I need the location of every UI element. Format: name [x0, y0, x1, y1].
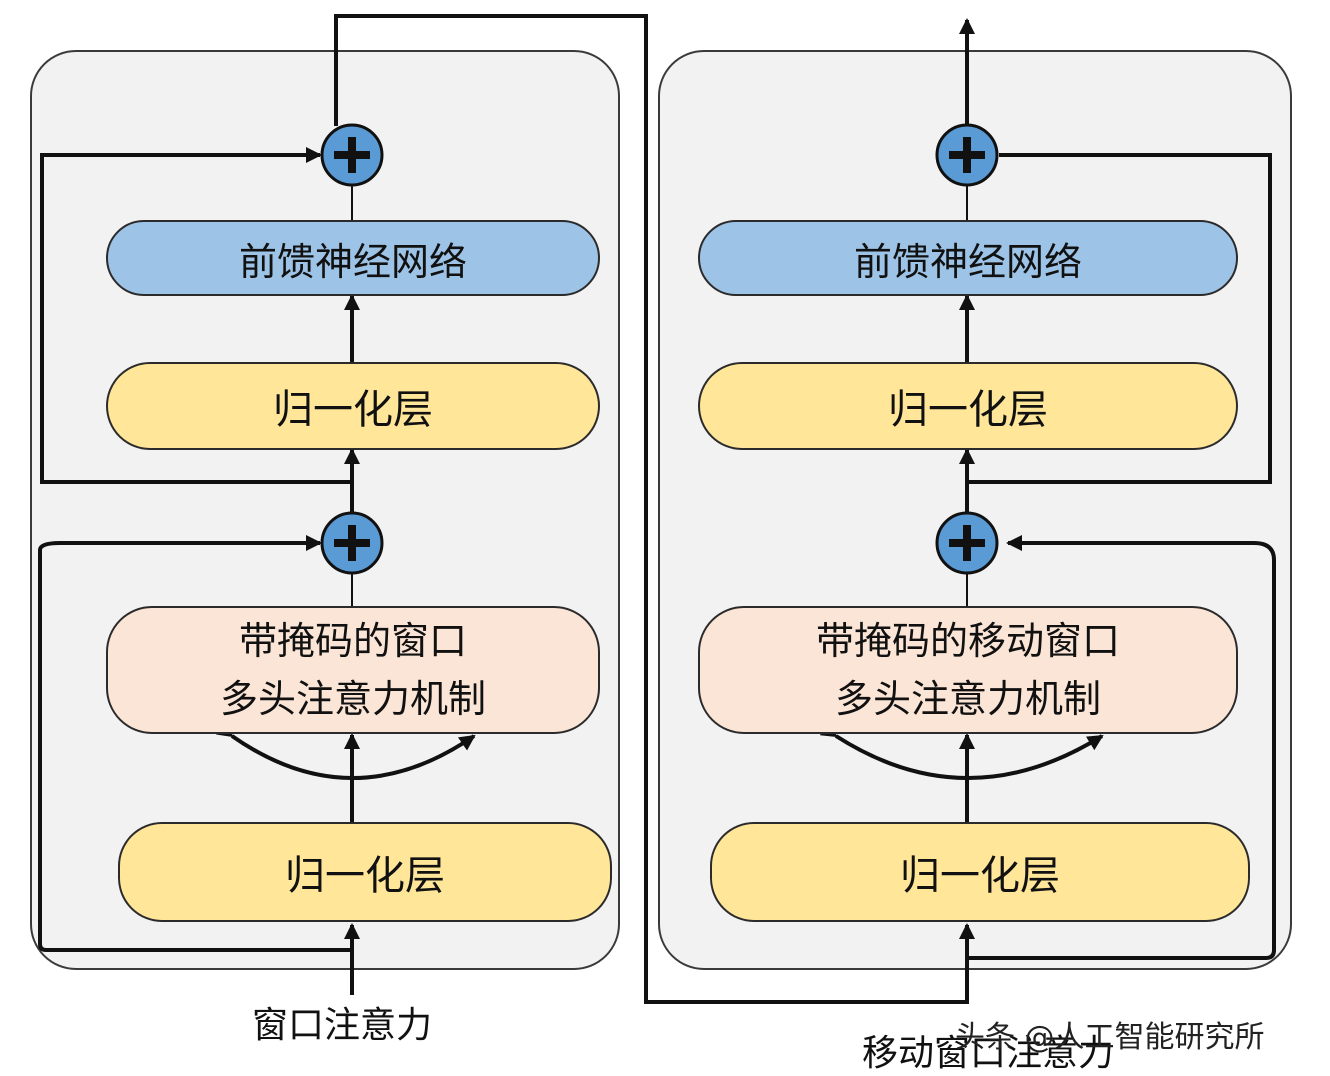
- right-ffn-label: 前馈神经网络: [853, 239, 1082, 284]
- left-to-right-connector: [334, 14, 975, 1004]
- right-attention-line2: 多头注意力机制: [834, 677, 1101, 721]
- left-block-panel: [30, 50, 620, 970]
- left-norm-bottom-label: 归一化层: [285, 853, 445, 899]
- right-block-panel: [658, 50, 1292, 970]
- right-qkv-curve: [819, 721, 1104, 780]
- left-ffn-label: 前馈神经网络: [238, 239, 467, 284]
- plus-circle-icon: [334, 137, 370, 173]
- left-norm-bottom-box: 归一化层: [118, 822, 612, 922]
- plus-circle-icon: [334, 525, 370, 561]
- left-attention-line1: 带掩码的窗口: [238, 619, 467, 663]
- left-add-node-top: [320, 123, 384, 187]
- right-add-node-top: [935, 123, 999, 187]
- right-add-node-bottom: [935, 511, 999, 575]
- left-qkv-curve: [215, 721, 476, 780]
- left-norm-top-box: 归一化层: [106, 362, 600, 450]
- left-skip-connection-2: [40, 147, 352, 484]
- right-attention-box: 带掩码的移动窗口 多头注意力机制: [698, 606, 1238, 734]
- left-norm-top-label: 归一化层: [273, 387, 433, 433]
- right-norm-top-box: 归一化层: [698, 362, 1238, 450]
- plus-circle-icon: [949, 525, 985, 561]
- left-skip-connection-1: [38, 535, 352, 952]
- right-caption: 移动窗口注意力: [862, 1033, 1115, 1074]
- left-ffn-box: 前馈神经网络: [106, 220, 600, 296]
- left-attention-box: 带掩码的窗口 多头注意力机制: [106, 606, 600, 734]
- watermark: 头条 @人工智能研究所: [955, 1020, 1265, 1055]
- right-norm-bottom-box: 归一化层: [710, 822, 1250, 922]
- right-skip-connection-1: [967, 535, 1276, 960]
- left-attention-line2: 多头注意力机制: [219, 677, 486, 721]
- right-norm-bottom-label: 归一化层: [900, 853, 1060, 899]
- right-attention-line1: 带掩码的移动窗口: [815, 619, 1120, 663]
- right-norm-top-label: 归一化层: [888, 387, 1048, 433]
- right-skip-connection-2: [967, 153, 1272, 484]
- right-ffn-box: 前馈神经网络: [698, 220, 1238, 296]
- left-caption: 窗口注意力: [252, 1005, 433, 1046]
- plus-circle-icon: [949, 137, 985, 173]
- left-add-node-bottom: [320, 511, 384, 575]
